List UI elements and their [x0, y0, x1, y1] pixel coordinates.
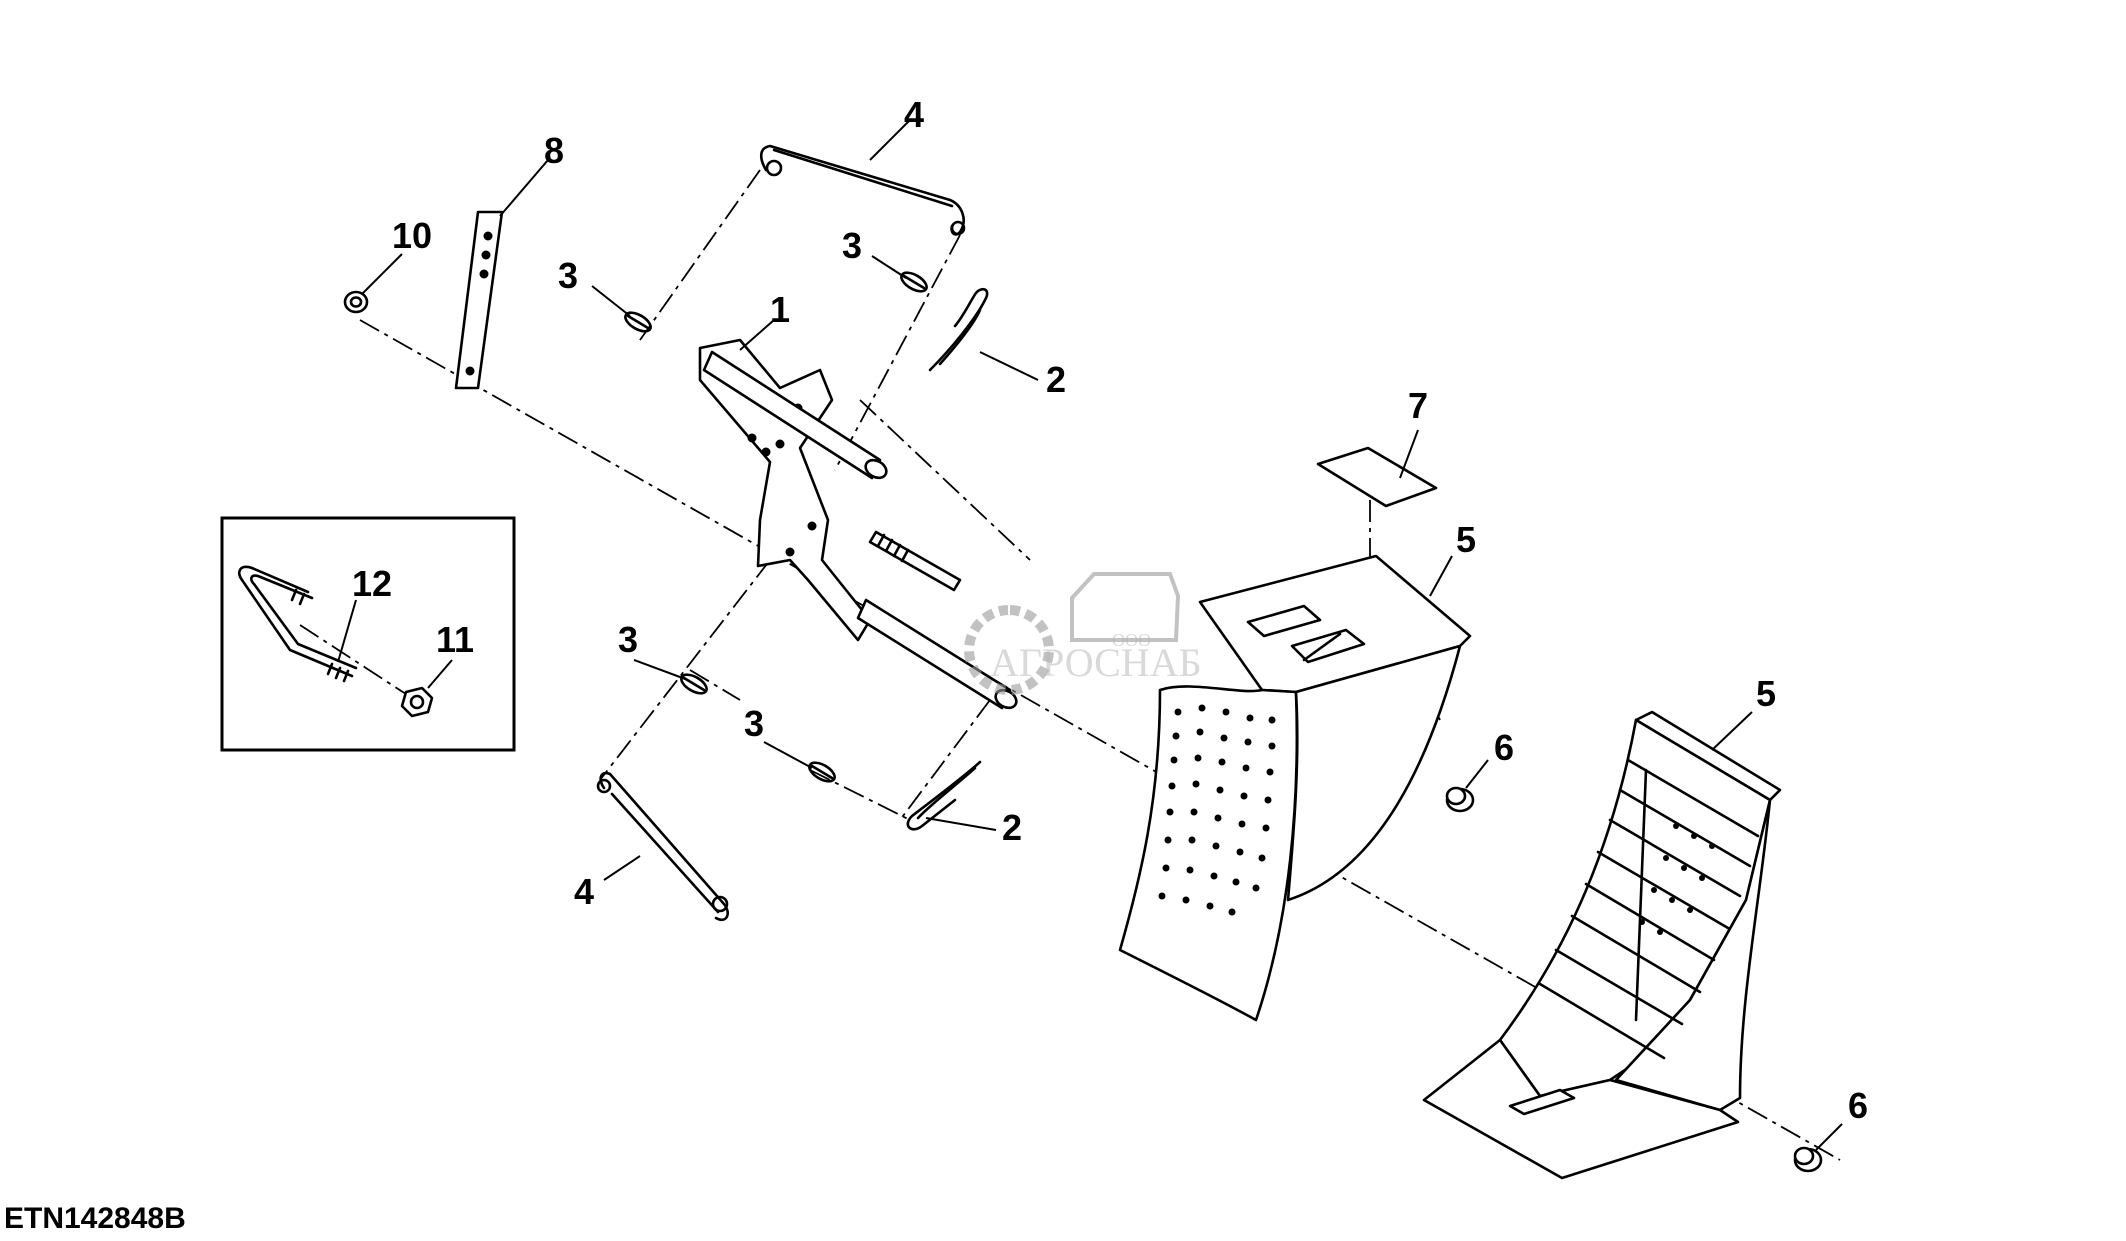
plug-part-upper: [1445, 786, 1475, 813]
watermark-small-text: ООО: [1112, 630, 1151, 650]
callout-1: 1: [770, 289, 790, 330]
callout-11: 11: [436, 619, 474, 660]
callout-12: 12: [352, 563, 392, 604]
spring-part-1: [624, 311, 652, 333]
callout-4-lower: 4: [574, 871, 594, 912]
callout-3-upper-left: 3: [558, 255, 578, 296]
spring-part-4: [808, 761, 836, 783]
strap-part: [454, 210, 504, 390]
spring-part-2: [900, 271, 928, 293]
plug-part-lower: [1793, 1146, 1823, 1173]
truck-icon: [1070, 572, 1181, 642]
callout-3-lower-right: 3: [744, 703, 764, 744]
callout-10: 10: [392, 215, 432, 256]
bushing-part: [343, 290, 369, 314]
callout-3-lower-left: 3: [618, 619, 638, 660]
callout-5-right: 5: [1756, 673, 1776, 714]
lanyard-part-lower: [596, 771, 729, 922]
callout-2-lower: 2: [1002, 807, 1022, 848]
watermark: ООО АГРОСНАБ: [964, 572, 1202, 695]
callout-7: 7: [1408, 385, 1428, 426]
callout-6-upper: 6: [1494, 727, 1514, 768]
gear-icon: [964, 605, 1054, 695]
u-bolt-part: [238, 565, 358, 683]
wheel-chock-right: [1422, 710, 1782, 1180]
leader-lines: [337, 119, 1843, 1151]
hairpin-clip-upper: [928, 287, 989, 372]
hairpin-clip-lower: [906, 760, 982, 831]
callout-8: 8: [544, 130, 564, 171]
callout-labels: 4 8 10 3 3 1 2 7 5 5 6 6 3 3 2 4 12 11: [352, 94, 1868, 1126]
wheel-chock-left: [1118, 554, 1472, 1022]
spring-part-3: [680, 673, 708, 695]
decal-part: [1316, 446, 1438, 508]
callout-2-upper: 2: [1046, 359, 1066, 400]
figure-id-label: ETN142848B: [4, 1202, 186, 1235]
nut-part: [400, 686, 434, 718]
lanyard-part-upper: [759, 144, 966, 236]
watermark-brand-text: АГРОСНАБ: [990, 640, 1202, 685]
mounting-bracket-part: [698, 338, 1018, 710]
chock-ladder-rungs: [1538, 758, 1760, 1060]
callout-6-lower: 6: [1848, 1085, 1868, 1126]
callout-4-upper: 4: [904, 94, 924, 135]
inset-detail-box: [220, 516, 516, 752]
callout-3-upper-right: 3: [842, 225, 862, 266]
callout-5-left: 5: [1456, 519, 1476, 560]
chock-hole-pattern: [1158, 704, 1276, 916]
